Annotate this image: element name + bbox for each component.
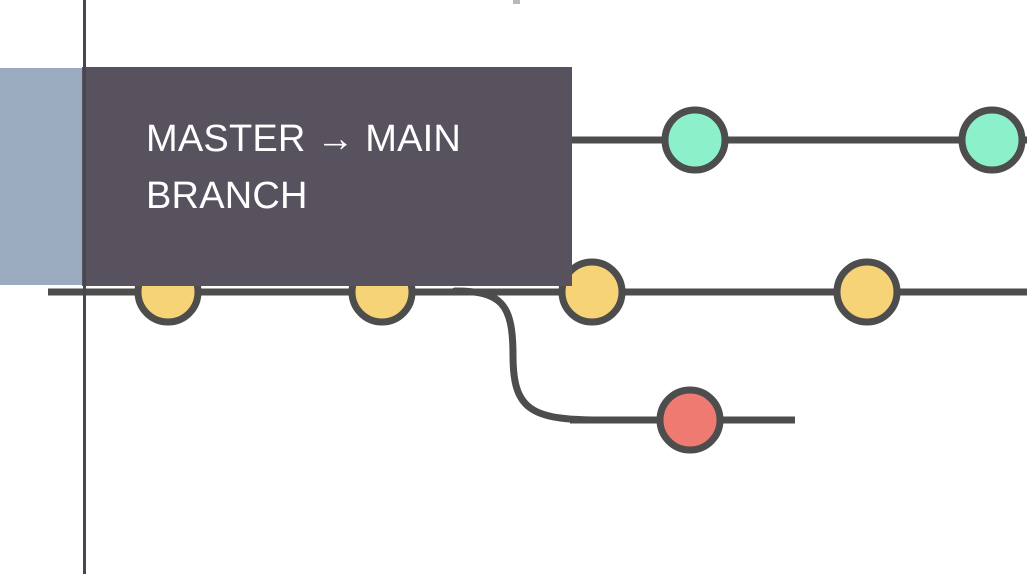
left-accent-block [0,68,82,285]
commit-node-yellow-commit-3[interactable] [558,258,626,326]
commit-node-green-commit-2[interactable] [958,106,1026,174]
vertical-guide-line [83,0,86,574]
commit-node-red-commit-1[interactable] [656,386,724,454]
callout-line-2: BRANCH [146,175,308,217]
hotfix-branch-bottom-branch-curve [451,287,604,424]
top-edge-tick-mark [513,0,520,4]
master-to-main-callout: MASTER → MAIN BRANCH [82,67,572,286]
callout-line-1: MASTER → MAIN [146,118,462,160]
commit-node-yellow-commit-4[interactable] [833,258,901,326]
commit-node-green-commit-1[interactable] [661,106,729,174]
